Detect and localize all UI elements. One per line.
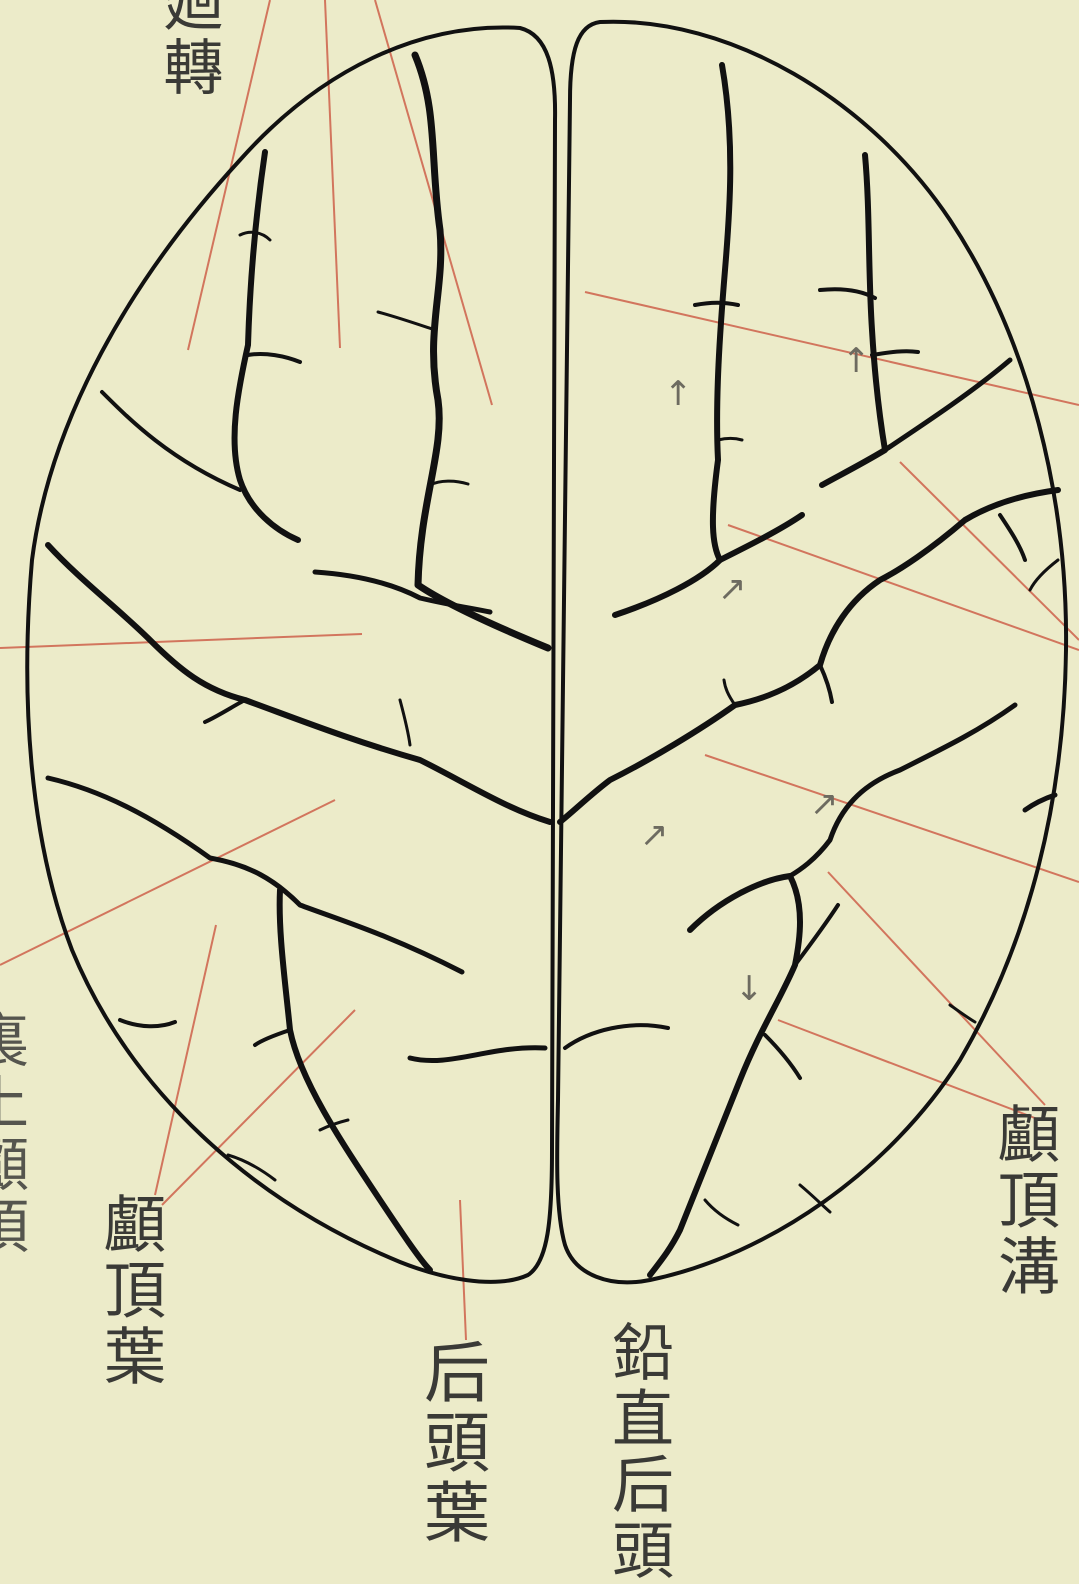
leader-line xyxy=(155,925,216,1195)
sulcus xyxy=(315,572,490,612)
sulcus xyxy=(872,351,918,355)
leader-line xyxy=(325,0,340,348)
occipital-lobe-label: 后頭葉 xyxy=(418,1338,484,1548)
top-cut-label: 廻轉 xyxy=(158,0,218,100)
sulcus xyxy=(705,1200,738,1225)
sulcus xyxy=(378,312,435,330)
arrow-icon: ↗ xyxy=(718,569,747,609)
sulcus xyxy=(410,1048,545,1061)
leader-line xyxy=(828,872,1045,1105)
arrow-icon: ↓ xyxy=(735,969,764,1009)
sulcus xyxy=(820,289,875,298)
sulcus xyxy=(560,490,1058,822)
sulcus xyxy=(950,1005,975,1022)
left-hemisphere xyxy=(27,27,555,1281)
parietal-lobe-label: 顱頂葉 xyxy=(98,1192,160,1390)
left-edge-cut-label: 裏上顱頂 xyxy=(0,1010,24,1258)
sulcus xyxy=(885,360,1010,450)
sulcus xyxy=(248,354,300,362)
right-hemisphere xyxy=(557,22,1066,1283)
sulcus xyxy=(765,1035,800,1078)
sulcus xyxy=(415,55,548,648)
sulcus xyxy=(565,1025,668,1048)
sulcus xyxy=(650,876,800,1275)
sulcus xyxy=(820,665,832,702)
sulcus xyxy=(724,680,735,705)
sulcus xyxy=(48,778,462,972)
sulcus xyxy=(1030,560,1058,590)
leader-line xyxy=(0,634,362,648)
arrow-icon: ↗ xyxy=(810,784,839,824)
leader-lines xyxy=(0,0,1079,1340)
brain-outline xyxy=(27,22,1066,1283)
sulcus xyxy=(400,700,410,745)
paramedian-occipital-label: 鉛直后頭 xyxy=(606,1320,668,1584)
sulcus xyxy=(235,152,298,540)
arrow-icon: ↑ xyxy=(842,341,871,381)
arrow-icon: ↑ xyxy=(664,374,693,414)
leader-line xyxy=(460,1200,466,1340)
sulcus xyxy=(48,545,550,822)
arrow-icon: ↗ xyxy=(640,815,669,855)
parietal-sulcus-label: 顱頂溝 xyxy=(992,1102,1054,1300)
leader-line xyxy=(585,292,1079,405)
sulcus xyxy=(720,515,802,560)
sulcus xyxy=(718,439,742,441)
sulcus xyxy=(695,303,738,305)
sulcus xyxy=(430,481,468,485)
sulcus xyxy=(205,700,245,722)
sulcus xyxy=(102,392,240,490)
sulcus xyxy=(822,155,885,485)
sulcus xyxy=(120,1020,175,1026)
sulcus xyxy=(615,65,730,615)
sulcus xyxy=(255,1030,290,1045)
sulcus xyxy=(1000,515,1025,560)
